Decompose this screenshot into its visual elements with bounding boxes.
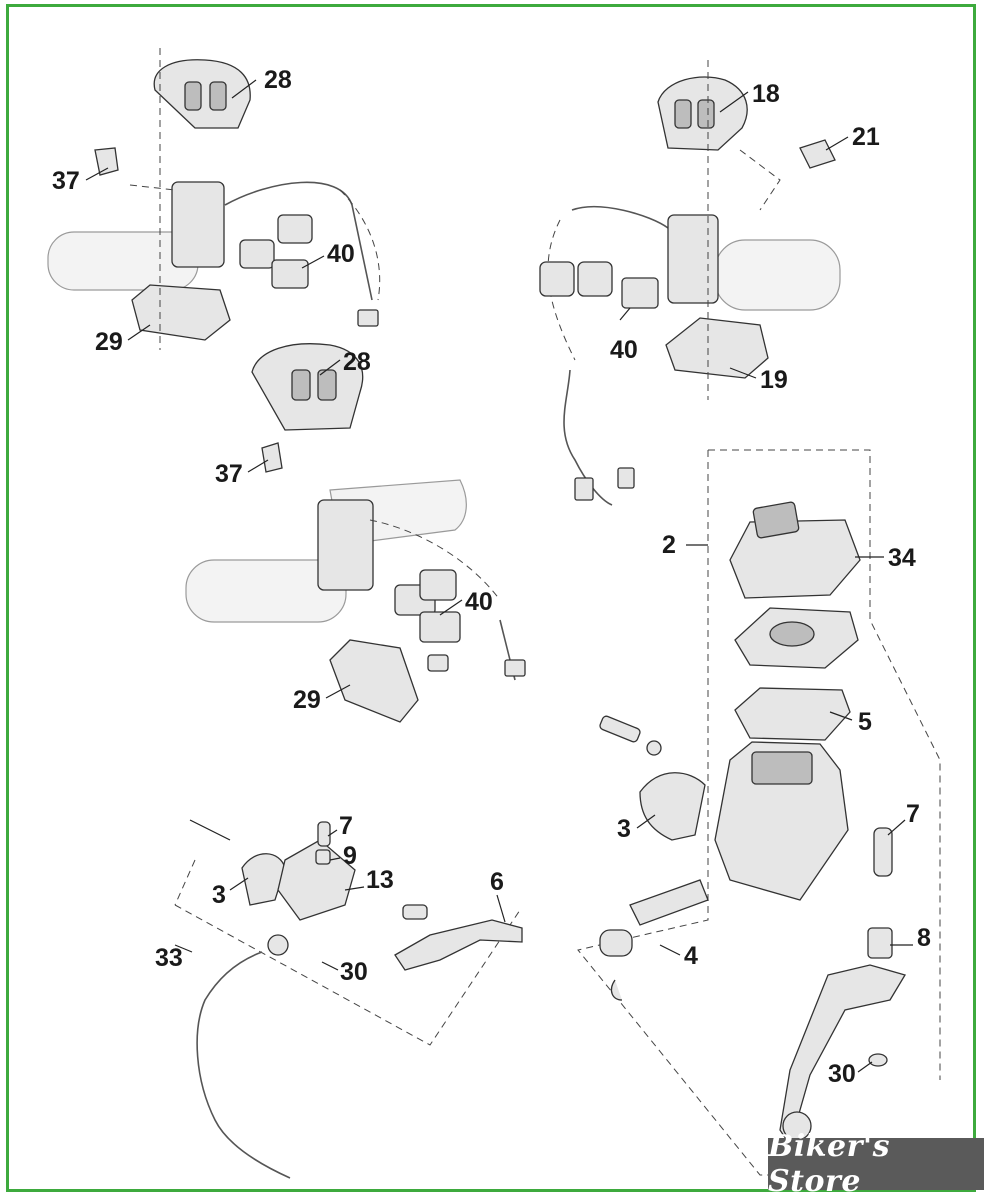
callout-28-mid: 28 bbox=[343, 348, 371, 376]
clutch-lever bbox=[394, 919, 523, 971]
callout-13: 13 bbox=[366, 866, 394, 894]
callout-4: 4 bbox=[684, 942, 698, 970]
store-logo-badge: Biker's Store bbox=[768, 1129, 984, 1199]
right-switch-assembly bbox=[539, 60, 841, 506]
callout-2: 2 bbox=[662, 531, 676, 559]
callout-28-top: 28 bbox=[264, 66, 292, 94]
master-cylinder-assembly bbox=[577, 449, 941, 1176]
callout-5: 5 bbox=[858, 708, 872, 736]
callout-40-mid: 40 bbox=[465, 588, 493, 616]
callout-18: 18 bbox=[752, 80, 780, 108]
callout-labels: 28 37 40 29 28 37 40 29 18 21 40 19 2 34… bbox=[52, 66, 931, 1088]
callout-7-left: 7 bbox=[339, 812, 353, 840]
master-cylinder-body bbox=[714, 741, 849, 901]
reservoir-cover bbox=[729, 519, 861, 599]
callout-29-top: 29 bbox=[95, 328, 123, 356]
callout-33: 33 bbox=[155, 944, 183, 972]
switch-housing-lower bbox=[131, 284, 231, 341]
callout-3-right: 3 bbox=[617, 815, 631, 843]
left-switch-assembly-upper bbox=[47, 48, 381, 350]
callout-8: 8 bbox=[917, 924, 931, 952]
callout-37-mid: 37 bbox=[215, 460, 243, 488]
callout-6: 6 bbox=[490, 868, 504, 896]
switch-module bbox=[171, 181, 225, 268]
diagram-frame bbox=[6, 4, 976, 1192]
callout-21: 21 bbox=[852, 123, 880, 151]
callout-40-top: 40 bbox=[327, 240, 355, 268]
leader-lines bbox=[85, 79, 913, 1073]
left-switch-assembly-middle bbox=[185, 343, 526, 723]
switch-housing-cover bbox=[153, 59, 251, 129]
diaphragm-seal bbox=[734, 687, 851, 741]
callout-30-left: 30 bbox=[340, 958, 368, 986]
callout-9: 9 bbox=[343, 842, 357, 870]
callout-29-mid: 29 bbox=[293, 686, 321, 714]
callout-30-right: 30 bbox=[828, 1060, 856, 1088]
callout-34: 34 bbox=[888, 544, 916, 572]
callout-37-top: 37 bbox=[52, 167, 80, 195]
clutch-lever-assembly bbox=[174, 819, 523, 1179]
callout-19: 19 bbox=[760, 366, 788, 394]
callout-7-right: 7 bbox=[906, 800, 920, 828]
callout-3-left: 3 bbox=[212, 881, 226, 909]
callout-40-right: 40 bbox=[610, 336, 638, 364]
clamp-3-right bbox=[639, 772, 706, 841]
